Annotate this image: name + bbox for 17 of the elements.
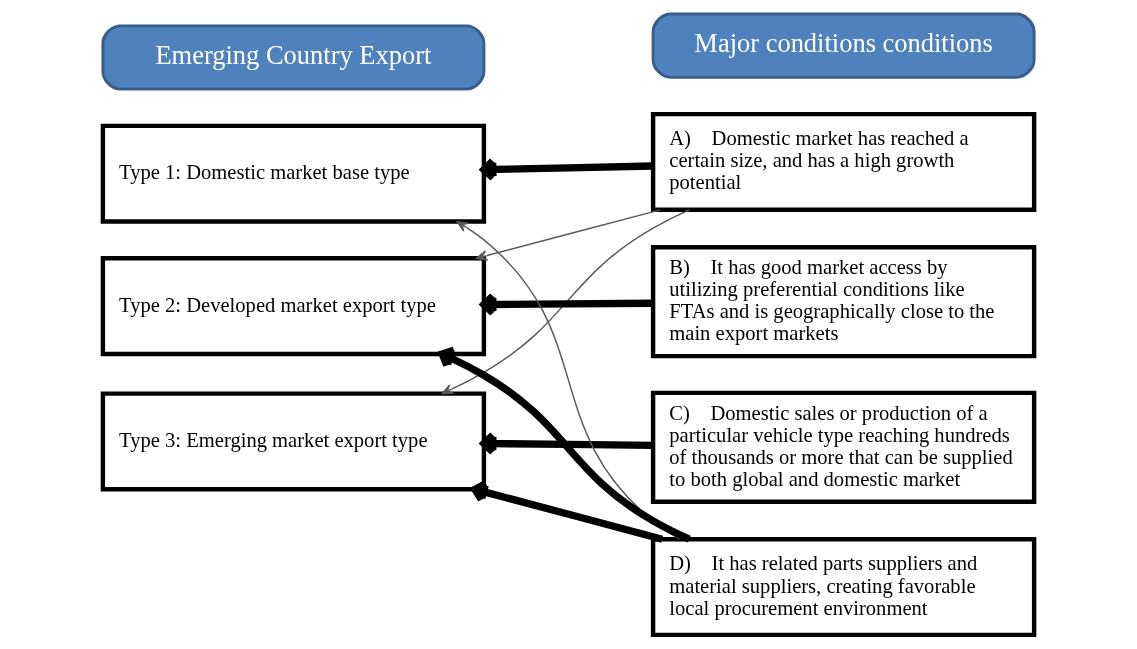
- arrow: [475, 209, 661, 261]
- arrow: [471, 479, 664, 543]
- arrow: [480, 292, 654, 317]
- arrow: [438, 346, 691, 543]
- arrow: [480, 157, 654, 182]
- node-box: Emerging Country Export: [101, 24, 486, 91]
- node-box: Type 3: Emerging market export type: [100, 391, 487, 492]
- node-box: D) It has related parts suppliers and material suppliers, creating favorable local procurement environment: [650, 537, 1037, 638]
- arrow: [480, 431, 654, 456]
- node-box: B) It has good market access by utilizing preferential conditions like FTAs and is geographically close to the main export markets: [650, 245, 1037, 359]
- arrow: [441, 209, 690, 395]
- node-box: Type 1: Domestic market base type: [100, 123, 487, 224]
- arrow: [456, 221, 681, 540]
- node-box: Major conditions conditions: [651, 12, 1036, 79]
- node-box: A) Domestic market has reached a certain size, and has a high growth potential: [650, 111, 1037, 212]
- node-box: C) Domestic sales or production of a particular vehicle type reaching hundreds of thousands or more that can be supplied to both global and domestic market: [650, 390, 1037, 504]
- node-box: Type 2: Developed market export type: [100, 256, 487, 357]
